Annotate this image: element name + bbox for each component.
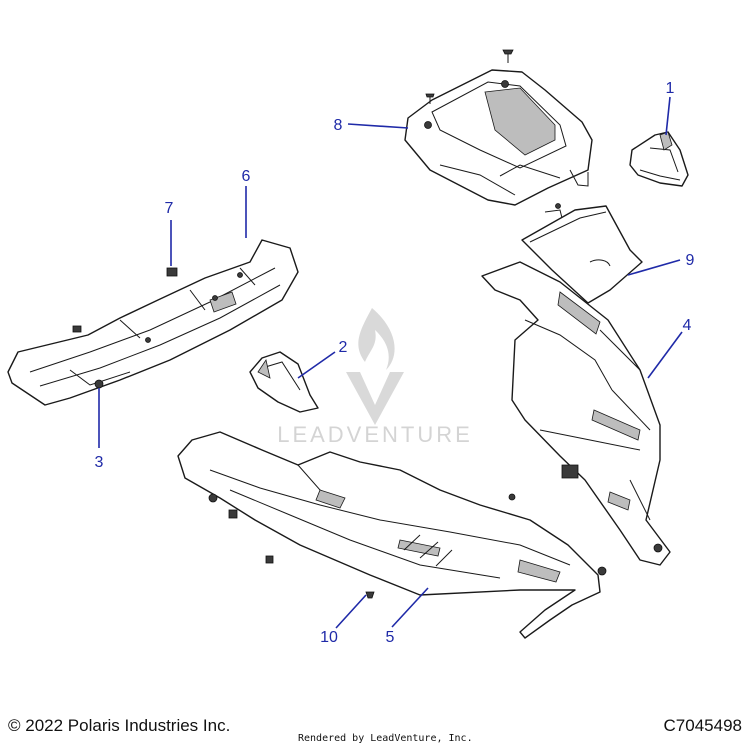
callout-5[interactable]: 5 — [386, 629, 395, 646]
leader-10 — [335, 594, 367, 629]
callout-3[interactable]: 3 — [95, 454, 104, 471]
watermark-text: LEADVENTURE — [277, 422, 473, 447]
leader-2 — [297, 351, 336, 379]
callout-7[interactable]: 7 — [165, 200, 174, 217]
part-8-dash-cover[interactable] — [404, 49, 593, 206]
callout-6[interactable]: 6 — [242, 168, 251, 185]
callout-numbers: 1 2 3 4 5 6 7 8 9 10 — [95, 80, 695, 646]
part-9-panel[interactable] — [521, 203, 643, 304]
leadventure-watermark: LEADVENTURE — [277, 308, 473, 447]
copyright-text: © 2022 Polaris Industries Inc. — [8, 716, 231, 735]
diagram-code: C7045498 — [663, 716, 742, 735]
callout-1[interactable]: 1 — [666, 80, 675, 97]
callout-2[interactable]: 2 — [339, 339, 348, 356]
leader-1 — [665, 96, 671, 136]
part-4-right-side-panel[interactable] — [481, 261, 671, 566]
callout-9[interactable]: 9 — [686, 252, 695, 269]
part-5-left-side-panel[interactable] — [177, 431, 607, 639]
leader-9 — [627, 259, 681, 276]
callout-8[interactable]: 8 — [334, 117, 343, 134]
leader-5 — [391, 587, 429, 628]
leader-4 — [647, 331, 683, 379]
callout-4[interactable]: 4 — [683, 317, 692, 334]
leader-8 — [347, 123, 409, 129]
part-2-cap[interactable] — [249, 351, 319, 413]
part-6-floor-panel[interactable] — [7, 239, 299, 406]
part-1-bracket-cap[interactable] — [629, 131, 689, 187]
callout-leaders — [98, 96, 683, 629]
rendered-by-text: Rendered by LeadVenture, Inc. — [298, 733, 473, 744]
callout-10[interactable]: 10 — [320, 629, 338, 646]
